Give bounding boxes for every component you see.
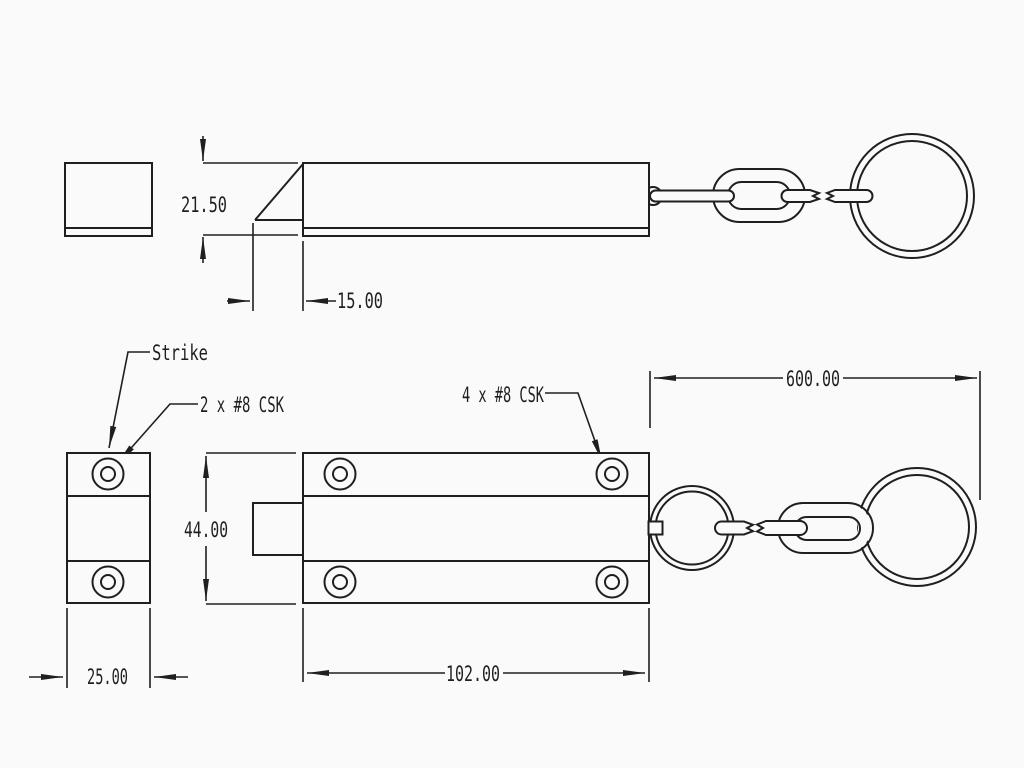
strike-screws-text: 2 x #8 CSK (200, 393, 284, 417)
bolt-plate-front-view (252, 452, 650, 604)
plate-hole-top-left (323, 457, 357, 491)
dim-chain-length: 600.00 (649, 367, 981, 500)
chain-front-view (647, 467, 977, 587)
strike-front-view (66, 452, 151, 604)
strike-screws-label: 2 x #8 CSK (116, 393, 284, 465)
dim-bolt-height: 21.50 (181, 136, 298, 263)
chain-break-right-front (754, 520, 808, 536)
dim-plate-height-text: 44.00 (184, 518, 228, 542)
dim-bolt-height-text: 21.50 (181, 193, 227, 217)
plate-hole-bottom-left (323, 565, 357, 599)
dim-bolt-nose-text: 15.00 (337, 289, 383, 313)
dim-strike-width-text: 25.00 (87, 665, 128, 689)
strike-side-view (64, 162, 153, 237)
dim-bolt-nose: 15.00 (227, 223, 383, 313)
dim-plate-height: 44.00 (184, 452, 296, 605)
plate-hole-bottom-right (595, 565, 629, 599)
keyring-front (857, 467, 977, 587)
strike-label-text: Strike (152, 341, 208, 365)
plate-screws-text: 4 x #8 CSK (462, 383, 544, 407)
strike-leader (108, 351, 150, 449)
dim-plate-length: 102.00 (302, 608, 650, 686)
dim-plate-length-text: 102.00 (446, 662, 500, 686)
plate-screws-leader (545, 392, 603, 462)
chain-break-right-top (824, 189, 874, 203)
plate-hole-top-right (595, 457, 629, 491)
chain-break-left-top (780, 189, 822, 203)
dim-chain-length-text: 600.00 (786, 367, 840, 391)
chain-link-edge-top (649, 189, 735, 203)
strike-hole-top (91, 457, 125, 491)
bolt-side-view (254, 162, 650, 237)
strike-hole-bottom (91, 565, 125, 599)
plate-screws-label: 4 x #8 CSK (462, 383, 603, 462)
chain-top-view (649, 133, 975, 259)
chain-break-left-front (714, 520, 756, 536)
dim-strike-width: 25.00 (29, 608, 188, 689)
strike-label: Strike (108, 341, 208, 449)
strike-screws-leader (116, 403, 198, 465)
bolt-tongue (252, 502, 303, 556)
chain-tab (647, 520, 664, 536)
